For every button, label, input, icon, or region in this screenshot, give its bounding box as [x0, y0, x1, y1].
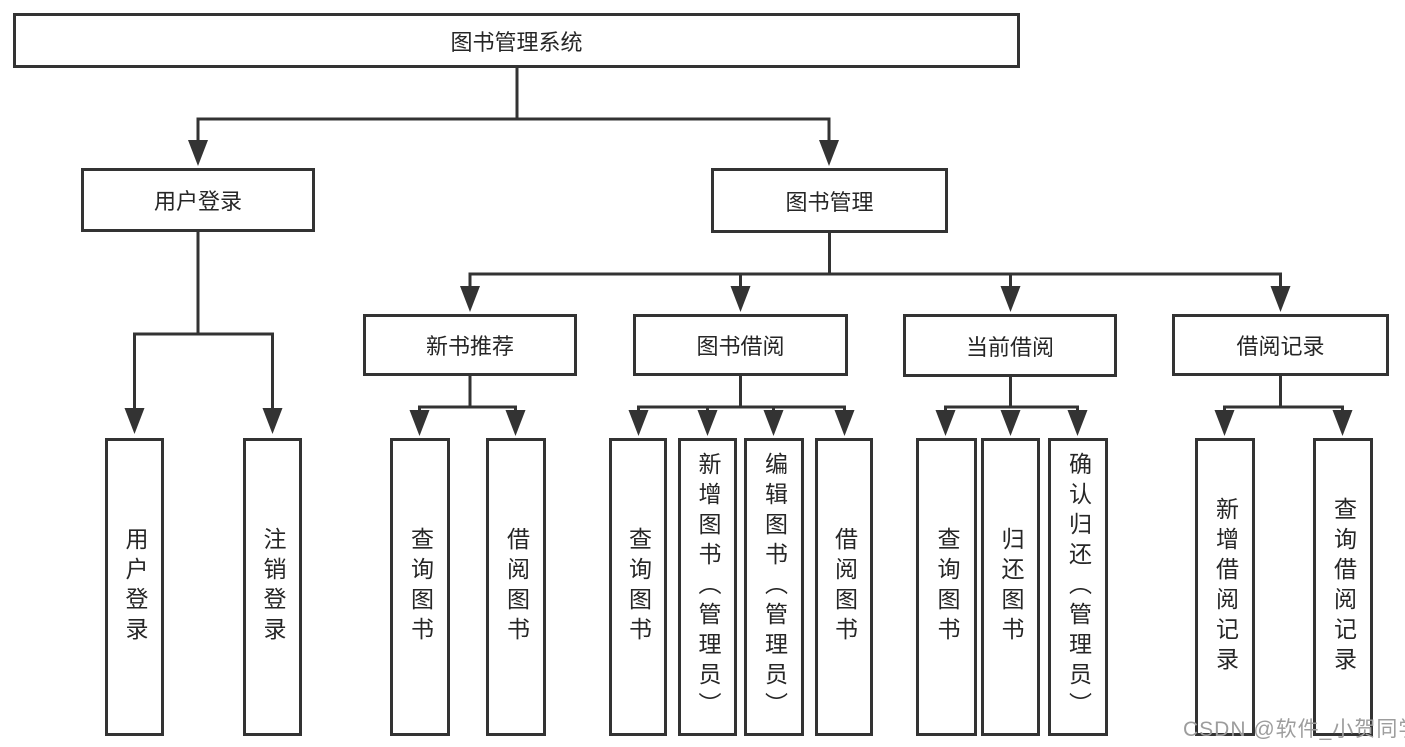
arrowhead: [697, 410, 718, 436]
watermark: CSDN @软件_小贺同学: [1183, 718, 1405, 741]
arrowhead: [409, 410, 430, 436]
arrowhead: [1332, 410, 1353, 436]
node-library-management-system: 图书管理系统: [13, 13, 1020, 68]
connector-book-borrowing-to-leaves: [628, 374, 855, 436]
connector-user-login-to-leaves: [124, 230, 283, 434]
node-user-login: 用户登录: [81, 168, 315, 232]
arrowhead: [505, 410, 526, 436]
connector-new-book-recommend-to-leaves: [409, 374, 526, 436]
arrowhead: [262, 408, 283, 434]
arrowhead: [834, 410, 855, 436]
arrowhead: [124, 408, 145, 434]
node-current-borrowing: 当前借阅: [903, 314, 1117, 377]
arrowhead: [730, 286, 751, 312]
arrowhead: [460, 286, 480, 312]
node-confirm-return-admin: 确认归还（管理员）: [1048, 438, 1108, 736]
node-logout: 注销登录: [243, 438, 302, 736]
arrowhead: [188, 140, 208, 166]
connector-root-to-level2: [188, 66, 839, 166]
arrowhead: [1000, 286, 1021, 312]
node-borrow-books-leaf: 借阅图书: [815, 438, 873, 736]
arrowhead: [1270, 286, 1291, 312]
node-query-books-current: 查询图书: [916, 438, 977, 736]
node-query-borrow-record: 查询借阅记录: [1313, 438, 1373, 736]
node-borrowing-records: 借阅记录: [1172, 314, 1389, 376]
node-query-books-borrowing: 查询图书: [609, 438, 667, 736]
connector-book-management-to-level3: [460, 231, 1291, 312]
node-query-books-recommend: 查询图书: [390, 438, 450, 736]
node-add-borrow-record: 新增借阅记录: [1195, 438, 1255, 736]
node-add-book-admin: 新增图书（管理员）: [678, 438, 737, 736]
connector-borrowing-records-to-leaves: [1214, 374, 1353, 436]
connector-current-borrowing-to-leaves: [935, 374, 1088, 436]
arrowhead: [1214, 410, 1235, 436]
node-borrow-books-recommend: 借阅图书: [486, 438, 546, 736]
node-user-login-leaf: 用户登录: [105, 438, 164, 736]
node-return-book: 归还图书: [981, 438, 1040, 736]
arrowhead: [1067, 410, 1088, 436]
arrowhead: [763, 410, 784, 436]
arrowhead: [628, 410, 649, 436]
node-edit-book-admin: 编辑图书（管理员）: [744, 438, 804, 736]
arrowhead: [935, 410, 956, 436]
node-new-book-recommend: 新书推荐: [363, 314, 577, 376]
node-book-management: 图书管理: [711, 168, 948, 233]
arrowhead: [819, 140, 839, 166]
arrowhead: [1000, 410, 1021, 436]
node-book-borrowing: 图书借阅: [633, 314, 848, 376]
